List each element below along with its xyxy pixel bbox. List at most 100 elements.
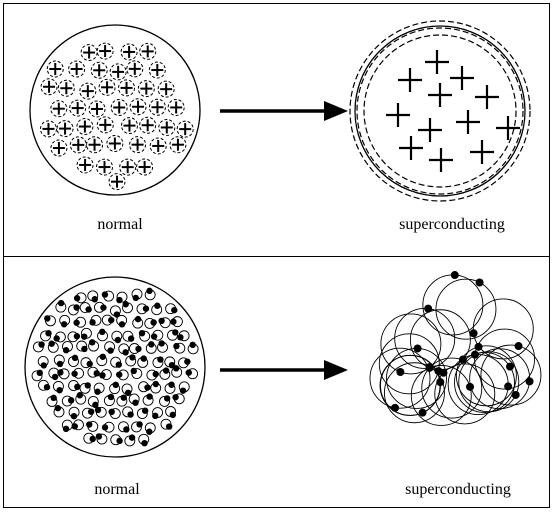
electron-glyph [122,301,133,314]
cooper-pair-glyph [369,347,431,412]
electron-glyph [68,354,79,367]
electron-glyph [157,340,168,353]
electron-glyph [130,367,143,380]
ion-plus-glyph [475,85,499,109]
ion-pair-glyph [56,120,74,138]
top-left-label: normal [97,216,143,233]
dashed-shell-inner [363,34,517,188]
ion-pair-glyph [106,135,124,153]
electron-glyph [57,368,70,380]
electron-glyph [185,368,199,380]
ion-pair-glyph [129,136,147,154]
electron-glyph [138,433,150,447]
electron-glyph [86,420,99,432]
cooper-pair-glyph [458,351,520,413]
electron-glyph [79,302,92,313]
electron-glyph [94,406,107,418]
cooper-pair-glyph [378,333,443,395]
bottom-right-label: superconducting [405,481,511,498]
electron-glyph [62,341,73,354]
ion-pair-glyph [169,136,187,154]
electron-glyph [87,396,99,409]
electron-glyph [131,421,143,433]
electron-glyph [101,290,115,302]
electron-glyph [55,299,67,313]
ion-pair-glyph [76,156,94,174]
ion-pair-glyph [39,120,57,138]
electron-glyph [83,432,96,444]
electron-glyph [31,369,43,382]
ion-pair-glyph [139,116,157,134]
electron-glyph [53,354,65,368]
cooper-pair-glyph [422,271,484,336]
electron-glyph [145,341,157,354]
electron-glyph [82,407,95,419]
ion-pair-glyph [57,79,75,97]
ion-pair-glyph [120,43,138,61]
ion-pair-glyph [120,117,138,135]
ion-plus-glyph [470,140,494,164]
electron-glyph [47,340,59,353]
electron-glyph [152,407,164,420]
cooper-pair-glyph [447,354,513,416]
cooper-pair-glyph [380,313,442,376]
ion-plus-glyph [428,83,452,107]
electron-glyph [172,393,185,405]
electron-glyph [178,357,191,369]
electron-glyph [101,314,115,326]
ion-pair-glyph [148,61,166,79]
outer-frame [3,3,550,508]
electron-glyph [118,343,130,356]
electron-glyph [138,329,151,342]
ion-plus-glyph [398,68,422,92]
ion-plus-glyph [450,66,474,90]
electron-glyph [37,356,49,369]
electron-glyph [129,343,142,354]
ion-pair-glyph [176,120,194,138]
electron-glyph [178,381,190,394]
ion-plus-glyph [399,136,423,160]
electron-glyph [125,354,137,367]
electron-glyph [40,330,52,342]
electron-glyph [67,331,81,343]
electron-glyph [122,406,134,418]
normal-ion-lattice [29,24,201,196]
electron-glyph [52,380,64,394]
ion-pair-glyph [46,60,64,78]
ion-pair-glyph [90,61,108,79]
normal-electron-gas [24,276,206,458]
electron-glyph [53,404,65,418]
ion-pair-glyph [50,100,68,118]
electron-glyph [104,341,116,354]
electron-glyph [71,367,85,379]
ion-pair-glyph [157,80,175,98]
ion-pair-glyph [139,42,157,60]
ion-pair-glyph [108,173,126,191]
ion-pair-glyph [96,116,114,134]
electron-glyph [95,433,108,445]
electron-glyph [132,315,144,329]
ion-plus-glyph [496,116,520,140]
electron-glyph [124,434,136,447]
ion-pair-glyph [50,139,68,157]
electron-glyph [116,314,128,328]
ion-pair-glyph [149,137,167,155]
superconducting-ion-lattice [349,20,531,202]
electron-glyph [59,314,71,328]
electron-glyph [99,369,112,380]
electron-glyph [144,287,156,301]
electron-glyph [167,329,179,341]
electron-glyph [61,419,73,433]
ion-pair-glyph [88,100,106,118]
ion-pair-glyph [126,60,144,78]
ion-pair-glyph [76,118,94,136]
bottom-left-label: normal [94,481,140,498]
ion-pair-glyph [96,42,114,60]
top-transition-arrow [220,101,348,121]
electron-glyph [160,418,173,430]
electron-glyph [68,380,81,391]
electron-glyph [116,394,128,407]
cooper-pair-glyph [421,357,483,419]
ion-pair-glyph [69,99,87,117]
